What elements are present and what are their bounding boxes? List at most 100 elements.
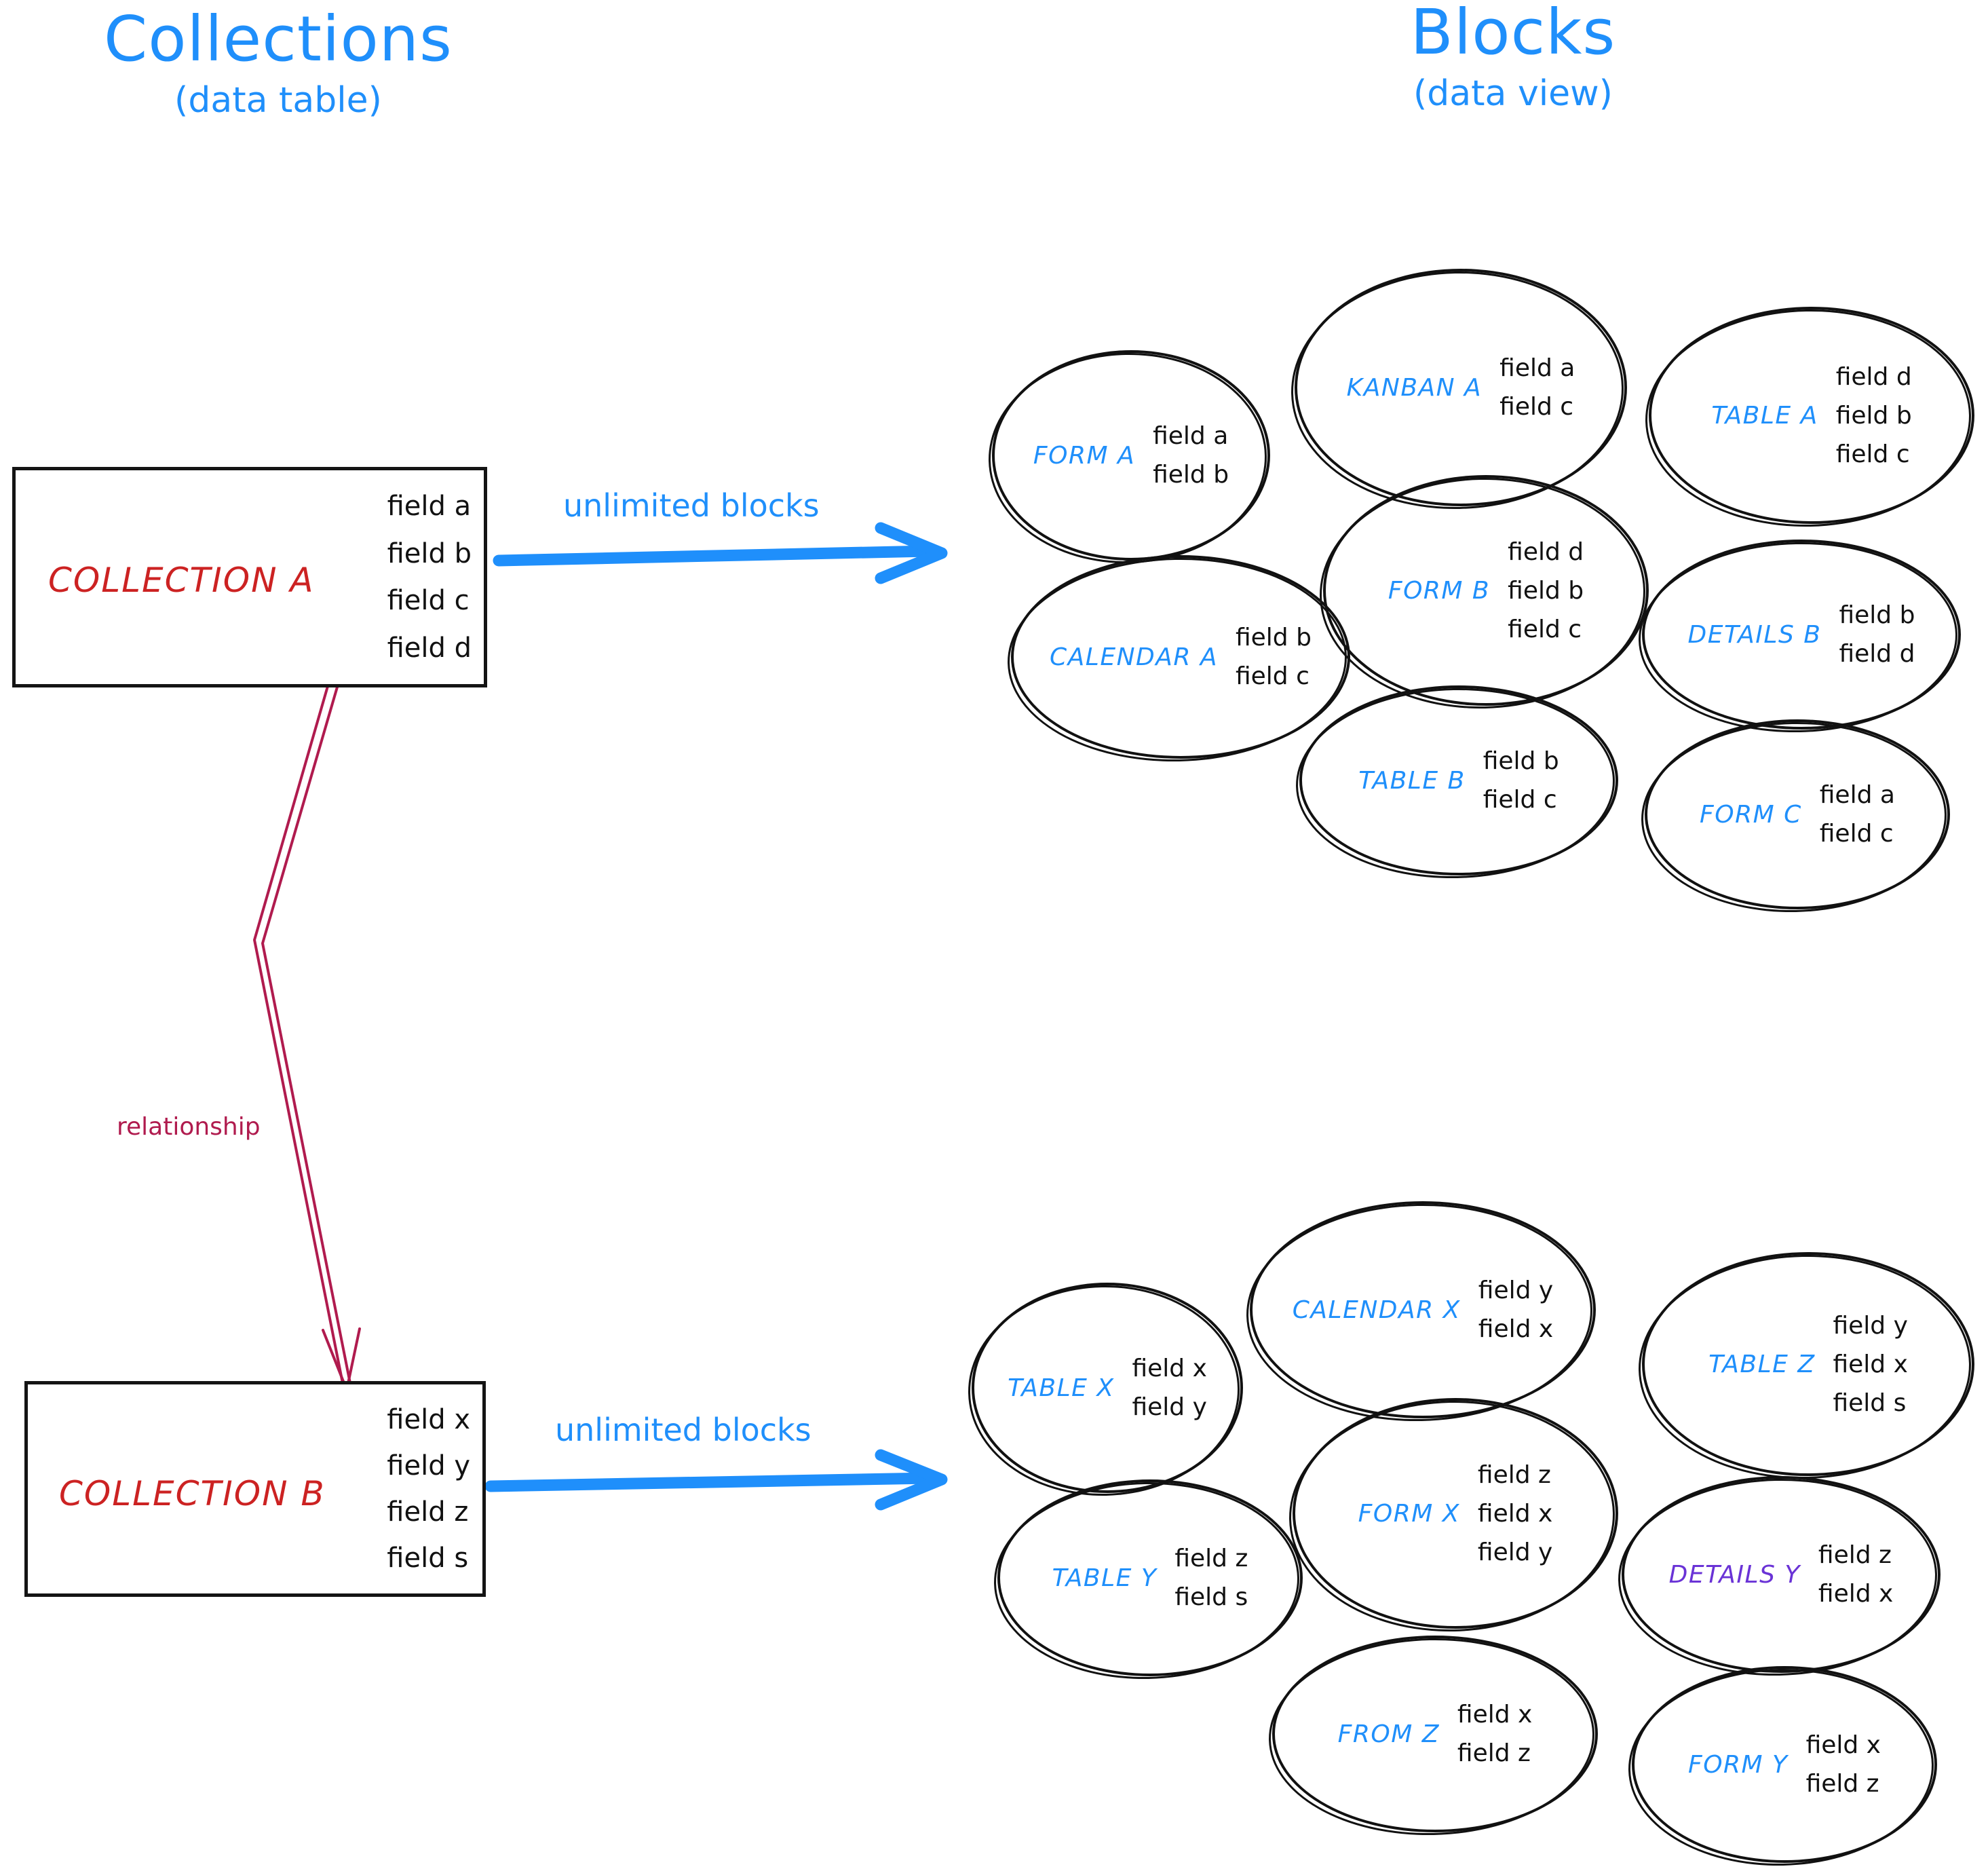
block-form-a[interactable]: FORM A field a field b bbox=[986, 350, 1270, 567]
field-item: field x bbox=[1132, 1355, 1207, 1382]
collection-a-fields: field a field b field c field d bbox=[387, 483, 472, 672]
field-item: field d bbox=[1835, 362, 1912, 391]
block-table-y[interactable]: TABLE Y field z field s bbox=[992, 1479, 1303, 1682]
field-item: field c bbox=[1819, 820, 1894, 848]
block-details-b-fields: field b field d bbox=[1839, 601, 1915, 668]
block-form-x[interactable]: FORM X field z field x field y bbox=[1286, 1397, 1618, 1635]
block-kanban-a[interactable]: KANBAN A field a field c bbox=[1288, 267, 1627, 513]
field-item: field b bbox=[1508, 576, 1584, 605]
field-item: field x bbox=[1477, 1499, 1553, 1528]
block-table-y-fields: field z field s bbox=[1174, 1545, 1248, 1611]
field-item: field c bbox=[1235, 662, 1310, 690]
collection-b-box[interactable]: COLLECTION B field x field y field z fie… bbox=[24, 1381, 486, 1597]
field-item: field c bbox=[1835, 440, 1910, 468]
arrow-unlimited-blocks-bottom bbox=[484, 1449, 948, 1511]
block-details-y-fields: field z field x bbox=[1818, 1541, 1893, 1608]
field-item: field c bbox=[1499, 393, 1574, 421]
field-item: field s bbox=[1174, 1583, 1248, 1611]
block-details-y[interactable]: DETAILS Y field z field x bbox=[1616, 1475, 1941, 1679]
field-item: field y bbox=[1132, 1393, 1207, 1421]
block-table-b-fields: field b field c bbox=[1483, 747, 1559, 814]
field-item: field x bbox=[1457, 1701, 1533, 1729]
block-from-z[interactable]: FROM Z field x field z bbox=[1267, 1635, 1598, 1838]
block-table-a-fields: field d field b field c bbox=[1836, 363, 1912, 468]
arrow-unlimited-blocks-top bbox=[493, 522, 948, 584]
block-form-x-fields: field z field x field y bbox=[1478, 1461, 1552, 1566]
field-item: field z bbox=[1457, 1739, 1531, 1767]
heading-blocks-title: Blocks bbox=[1410, 0, 1616, 69]
block-form-b[interactable]: FORM B field d field b field c bbox=[1317, 474, 1649, 712]
field-item: field x bbox=[1478, 1315, 1554, 1343]
block-from-z-fields: field x field z bbox=[1457, 1701, 1532, 1767]
block-table-z-fields: field y field x field s bbox=[1833, 1312, 1907, 1417]
block-table-z[interactable]: TABLE Z field y field x field s bbox=[1636, 1251, 1974, 1483]
block-calendar-x-fields: field y field x bbox=[1478, 1277, 1553, 1343]
collection-b-field-0: field x bbox=[387, 1404, 470, 1435]
relationship-connector bbox=[253, 664, 361, 1391]
block-table-a[interactable]: TABLE A field d field b field c bbox=[1643, 306, 1974, 530]
block-calendar-x-label: CALENDAR X bbox=[1292, 1296, 1461, 1324]
block-form-c[interactable]: FORM C field a field c bbox=[1639, 719, 1950, 915]
field-item: field y bbox=[1478, 1277, 1554, 1304]
collection-b-field-3: field s bbox=[387, 1543, 469, 1574]
field-item: field z bbox=[1174, 1545, 1248, 1572]
block-calendar-a[interactable]: CALENDAR A field b field c bbox=[1005, 554, 1350, 766]
field-item: field a bbox=[1819, 781, 1895, 809]
ellipse-outline bbox=[1642, 1252, 1974, 1476]
block-form-a-fields: field a field b bbox=[1153, 422, 1229, 489]
block-form-b-label: FORM B bbox=[1388, 576, 1491, 605]
block-details-y-label: DETAILS Y bbox=[1668, 1560, 1801, 1589]
block-form-y-fields: field x field z bbox=[1806, 1731, 1881, 1798]
block-table-a-label: TABLE A bbox=[1711, 401, 1818, 430]
field-item: field y bbox=[1833, 1311, 1908, 1340]
field-item: field b bbox=[1235, 624, 1312, 652]
block-table-b[interactable]: TABLE B field b field c bbox=[1294, 685, 1618, 882]
field-item: field b bbox=[1839, 601, 1915, 629]
block-form-c-label: FORM C bbox=[1700, 800, 1802, 829]
field-item: field c bbox=[1483, 786, 1557, 814]
heading-blocks-subtitle: (data view) bbox=[1413, 73, 1613, 114]
ellipse-outline bbox=[1293, 1398, 1618, 1629]
block-table-y-label: TABLE Y bbox=[1052, 1564, 1158, 1592]
block-details-b[interactable]: DETAILS B field b field d bbox=[1637, 539, 1961, 736]
field-item: field b bbox=[1835, 401, 1912, 430]
block-table-z-label: TABLE Z bbox=[1708, 1350, 1816, 1378]
field-item: field d bbox=[1508, 537, 1584, 566]
block-calendar-x[interactable]: CALENDAR X field y field x bbox=[1244, 1200, 1596, 1425]
field-item: field z bbox=[1805, 1770, 1879, 1798]
heading-collections: Collections (data table) bbox=[41, 3, 516, 121]
field-item: field x bbox=[1805, 1731, 1881, 1759]
collection-b-field-1: field y bbox=[387, 1450, 470, 1481]
field-item: field x bbox=[1818, 1580, 1894, 1608]
block-table-x[interactable]: TABLE X field x field y bbox=[966, 1282, 1243, 1499]
collection-a-field-2: field c bbox=[387, 585, 470, 617]
block-table-x-label: TABLE X bbox=[1008, 1374, 1115, 1402]
field-item: field a bbox=[1153, 422, 1229, 450]
block-calendar-a-fields: field b field c bbox=[1236, 624, 1312, 690]
collection-a-field-0: field a bbox=[387, 490, 472, 522]
field-item: field a bbox=[1499, 354, 1575, 382]
ellipse-outline bbox=[1011, 555, 1350, 759]
field-item: field c bbox=[1508, 615, 1582, 643]
field-item: field z bbox=[1818, 1541, 1892, 1569]
block-form-b-fields: field d field b field c bbox=[1508, 538, 1584, 643]
collection-a-box[interactable]: COLLECTION A field a field b field c fie… bbox=[12, 467, 487, 687]
block-form-a-label: FORM A bbox=[1033, 441, 1136, 470]
ellipse-outline bbox=[1645, 719, 1950, 909]
block-form-y[interactable]: FORM Y field x field z bbox=[1626, 1665, 1937, 1869]
collection-a-field-1: field b bbox=[387, 537, 472, 569]
ellipse-outline bbox=[997, 1479, 1303, 1676]
heading-collections-subtitle: (data table) bbox=[174, 79, 382, 121]
field-item: field z bbox=[1477, 1460, 1551, 1489]
block-form-y-label: FORM Y bbox=[1688, 1750, 1789, 1779]
field-item: field b bbox=[1483, 747, 1559, 775]
collection-a-name: COLLECTION A bbox=[48, 561, 315, 600]
arrow-label-unlimited-blocks-top: unlimited blocks bbox=[563, 487, 820, 524]
collection-b-fields: field x field y field z field s bbox=[387, 1397, 470, 1581]
heading-collections-title: Collections bbox=[104, 3, 453, 75]
ellipse-outline bbox=[1649, 307, 1974, 524]
heading-blocks: Blocks (data view) bbox=[1276, 0, 1751, 112]
block-table-x-fields: field x field y bbox=[1132, 1355, 1206, 1421]
field-item: field d bbox=[1839, 640, 1915, 668]
block-kanban-a-label: KANBAN A bbox=[1346, 373, 1483, 402]
